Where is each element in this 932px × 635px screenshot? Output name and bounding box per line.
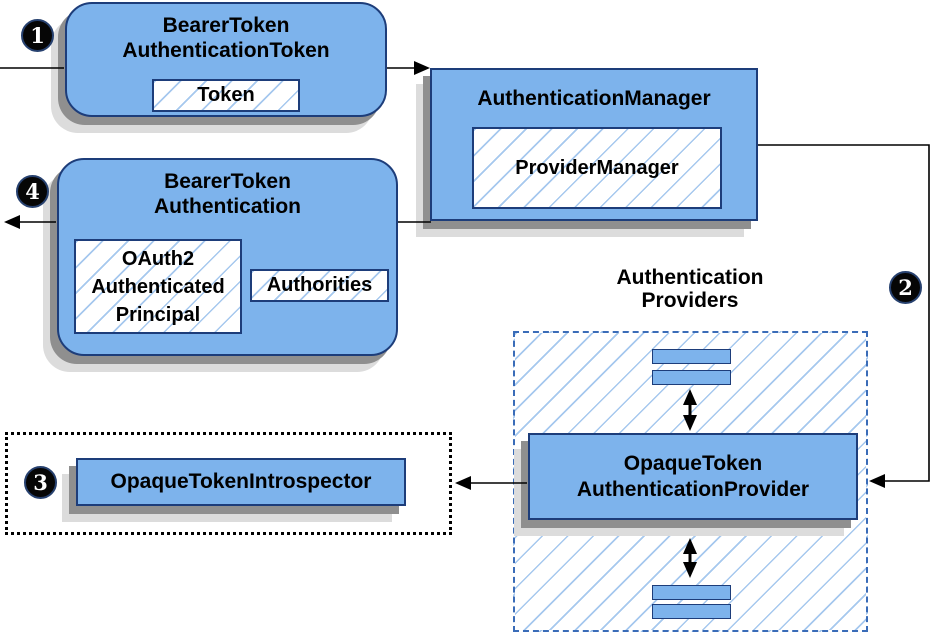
authentication-providers-label: Authentication Providers	[540, 266, 840, 312]
step-marker-3: 3	[24, 466, 57, 499]
arrowhead-to-authmanager	[414, 61, 430, 75]
inner-box-oauth2-authenticated-principal: OAuth2 Authenticated Principal	[74, 239, 242, 334]
inner-box-line: Authenticated	[91, 275, 225, 298]
node-bearer-token-authentication-token: BearerToken AuthenticationToken Token	[65, 2, 387, 117]
introspector-container: OpaqueTokenIntrospector	[5, 432, 452, 535]
inner-box-label: Authorities	[266, 274, 373, 296]
provider-list-item	[652, 349, 731, 364]
label-line: Authentication	[616, 266, 764, 289]
node-opaque-token-introspector: OpaqueTokenIntrospector	[76, 458, 406, 506]
inner-box-authorities: Authorities	[250, 269, 389, 302]
inner-box-line: OAuth2	[121, 247, 195, 270]
title-line: Authentication	[154, 195, 301, 218]
node-title: AuthenticationManager	[477, 87, 711, 110]
title-line: AuthenticationToken	[122, 39, 330, 62]
node-authentication-manager: AuthenticationManager ProviderManager	[430, 68, 758, 221]
step-marker-2: 2	[889, 271, 922, 304]
provider-list-item	[652, 585, 731, 600]
title-line: BearerToken	[164, 170, 291, 193]
inner-box-token: Token	[152, 79, 300, 112]
title-line: BearerToken	[162, 14, 290, 37]
title-line: OpaqueToken	[623, 451, 763, 475]
node-title: BearerToken AuthenticationToken	[67, 4, 385, 63]
node-bearer-token-authentication: BearerToken Authentication OAuth2 Authen…	[57, 158, 398, 356]
arrowhead-bta-out	[4, 215, 20, 229]
provider-list-item	[652, 370, 731, 385]
step-marker-4: 4	[16, 175, 49, 208]
title-line: AuthenticationProvider	[576, 477, 810, 501]
arrowhead-to-introspector	[455, 476, 471, 490]
node-title: OpaqueTokenIntrospector	[110, 470, 372, 493]
label-line: Providers	[641, 289, 739, 312]
node-opaque-token-authentication-provider: OpaqueToken AuthenticationProvider	[528, 433, 858, 520]
inner-box-line: Principal	[115, 303, 201, 326]
arrowhead-to-provider	[869, 474, 885, 488]
node-title: BearerToken Authentication	[59, 160, 396, 219]
inner-box-label: ProviderManager	[515, 156, 679, 179]
inner-box-provider-manager: ProviderManager	[472, 127, 722, 209]
inner-box-label: Token	[197, 84, 255, 106]
step-marker-1: 1	[21, 19, 54, 52]
provider-list-item	[652, 604, 731, 619]
